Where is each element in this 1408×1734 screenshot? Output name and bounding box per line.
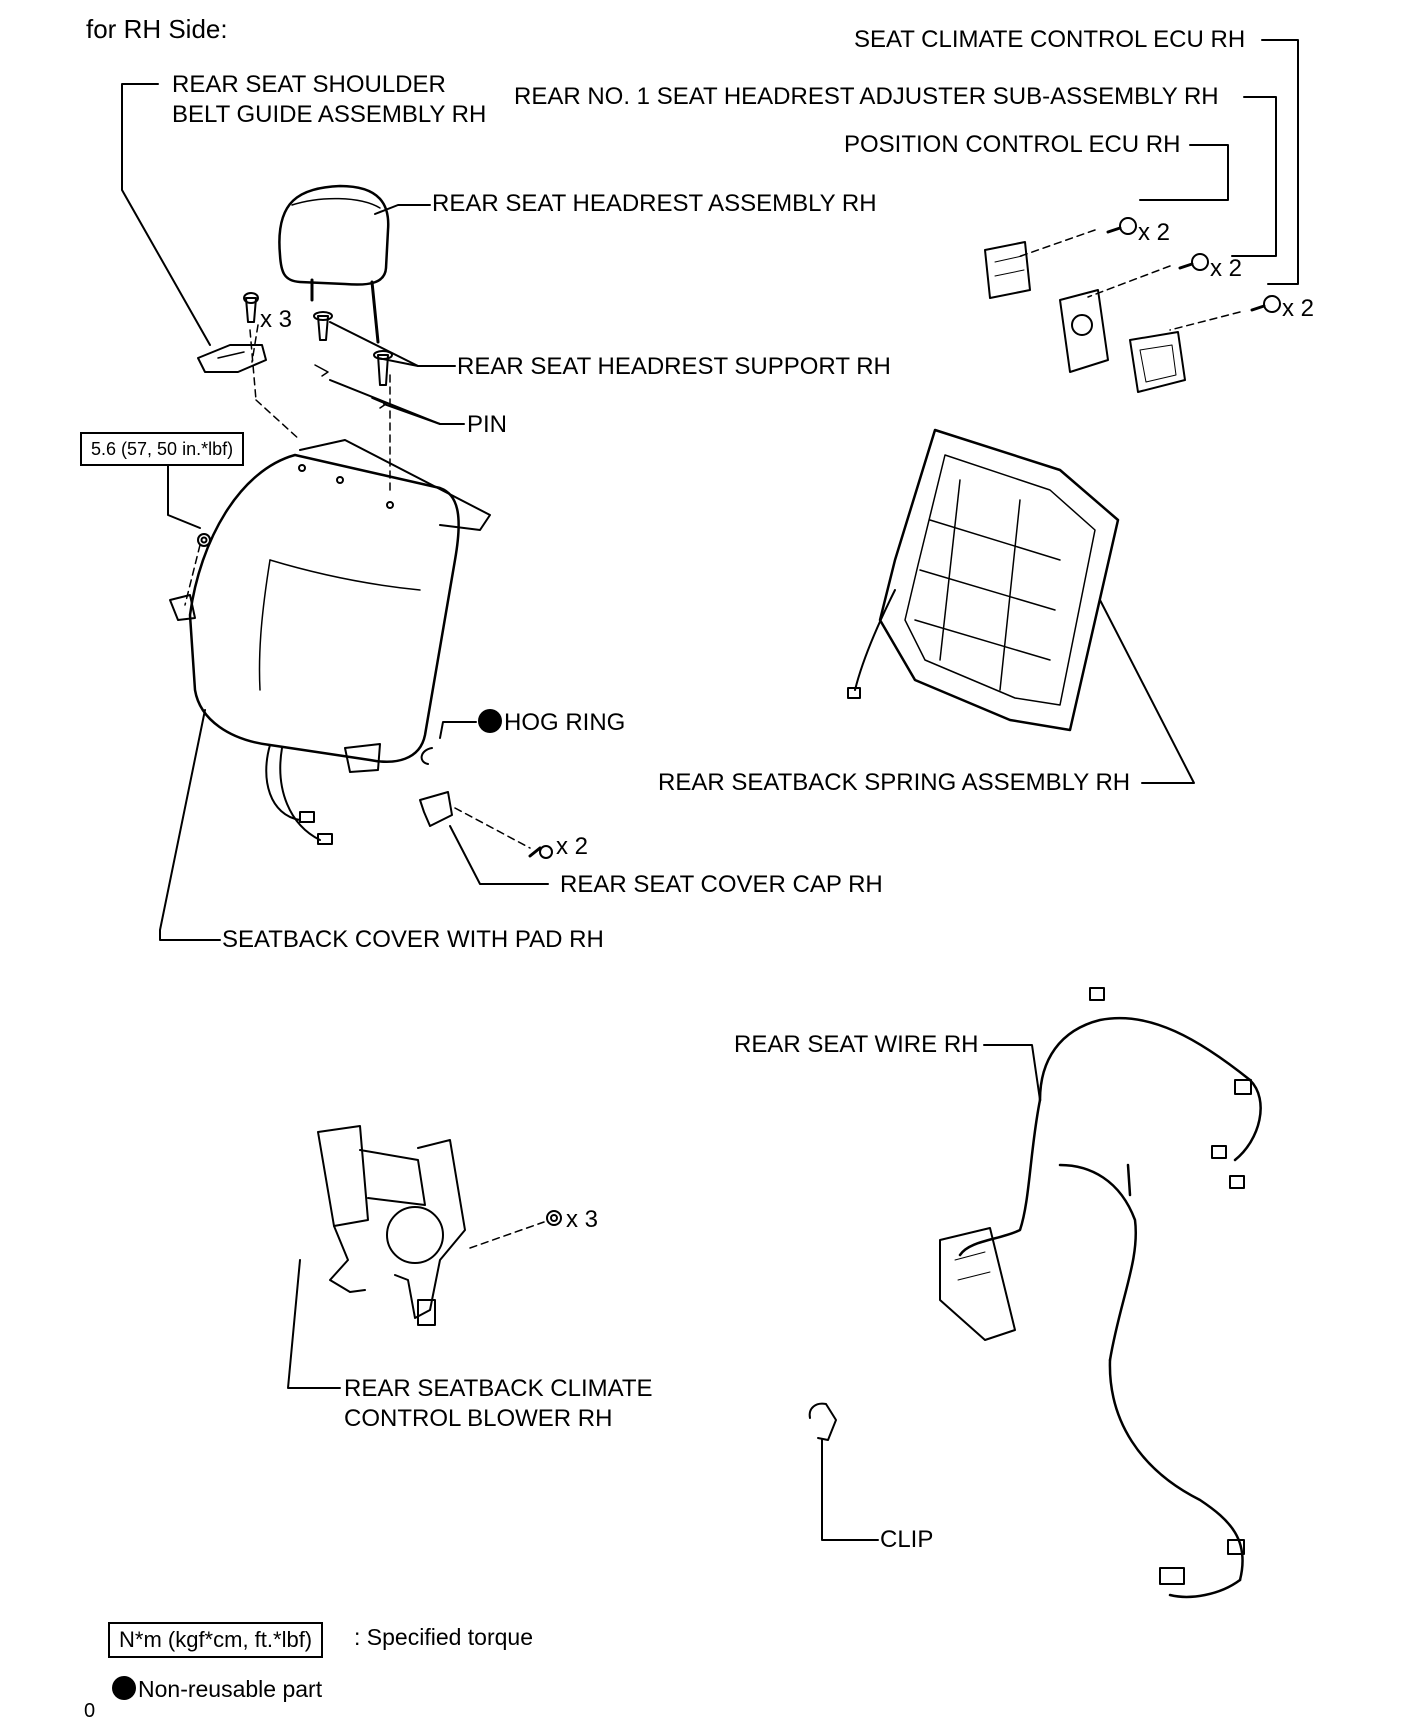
- headrest-drawing: [278, 184, 393, 409]
- qty-belt-guide-bolts: x 3: [260, 306, 293, 333]
- legend-non-reusable-text: Non-reusable part: [138, 1676, 323, 1702]
- hog-ring-and-cap-drawing: [419, 747, 553, 859]
- belt-guide-drawing: [197, 292, 267, 373]
- label-seat-climate-control-ecu: SEAT CLIMATE CONTROL ECU RH: [854, 26, 1246, 53]
- torque-value-box: 5.6 (57, 50 in.*lbf): [80, 432, 245, 466]
- label-seat-wire: REAR SEAT WIRE RH: [734, 1031, 979, 1058]
- label-blower-line2: CONTROL BLOWER RH: [344, 1405, 613, 1432]
- label-headrest-assembly: REAR SEAT HEADREST ASSEMBLY RH: [432, 190, 877, 217]
- label-clip: CLIP: [880, 1526, 934, 1553]
- qty-climate-ecu-bolts: x 2: [1282, 295, 1315, 322]
- dashed-assembly-lines: [184, 229, 1241, 1249]
- label-belt-guide-line1: REAR SEAT SHOULDER: [172, 71, 446, 98]
- leader-lines: [121, 39, 1299, 1541]
- label-headrest-support: REAR SEAT HEADREST SUPPORT RH: [457, 353, 891, 380]
- label-seatback-cover: SEATBACK COVER WITH PAD RH: [222, 926, 604, 953]
- label-hog-ring-text: HOG RING: [504, 709, 626, 736]
- label-pin: PIN: [467, 411, 508, 438]
- legend-torque-unit-box: N*m (kgf*cm, ft.*lbf): [108, 1622, 324, 1658]
- clip-drawing: [808, 1402, 837, 1441]
- blower-drawing: [317, 1125, 562, 1326]
- qty-cover-cap-screws: x 2: [556, 833, 589, 860]
- seat-wire-drawing: [958, 1016, 1262, 1599]
- qty-ecu-bolts: x 2: [1138, 219, 1171, 246]
- label-cover-cap: REAR SEAT COVER CAP RH: [560, 871, 883, 898]
- label-blower-line1: REAR SEATBACK CLIMATE: [344, 1375, 653, 1402]
- label-position-control-ecu: POSITION CONTROL ECU RH: [844, 131, 1181, 158]
- footer-mark: 0: [84, 1700, 96, 1722]
- legend-torque-text: : Specified torque: [354, 1624, 534, 1650]
- qty-adjuster-bolts: x 2: [1210, 255, 1243, 282]
- label-hog-ring: HOG RING: [478, 708, 625, 738]
- seat-wire-connectors: [939, 987, 1252, 1585]
- qty-blower-nuts: x 3: [566, 1206, 599, 1233]
- legend-non-reusable: Non-reusable part: [112, 1674, 322, 1704]
- seatback-cover-drawing: [169, 439, 491, 845]
- non-reusable-dot-icon: [478, 709, 502, 733]
- label-headrest-adjuster: REAR NO. 1 SEAT HEADREST ADJUSTER SUB-AS…: [514, 83, 1219, 110]
- legend-dot-icon: [112, 1676, 136, 1700]
- spring-assembly-drawing: [847, 428, 1120, 732]
- label-belt-guide-line2: BELT GUIDE ASSEMBLY RH: [172, 101, 487, 128]
- ecu-drawings: [984, 217, 1281, 393]
- page-heading: for RH Side:: [86, 14, 228, 44]
- label-spring-assembly: REAR SEATBACK SPRING ASSEMBLY RH: [658, 769, 1131, 796]
